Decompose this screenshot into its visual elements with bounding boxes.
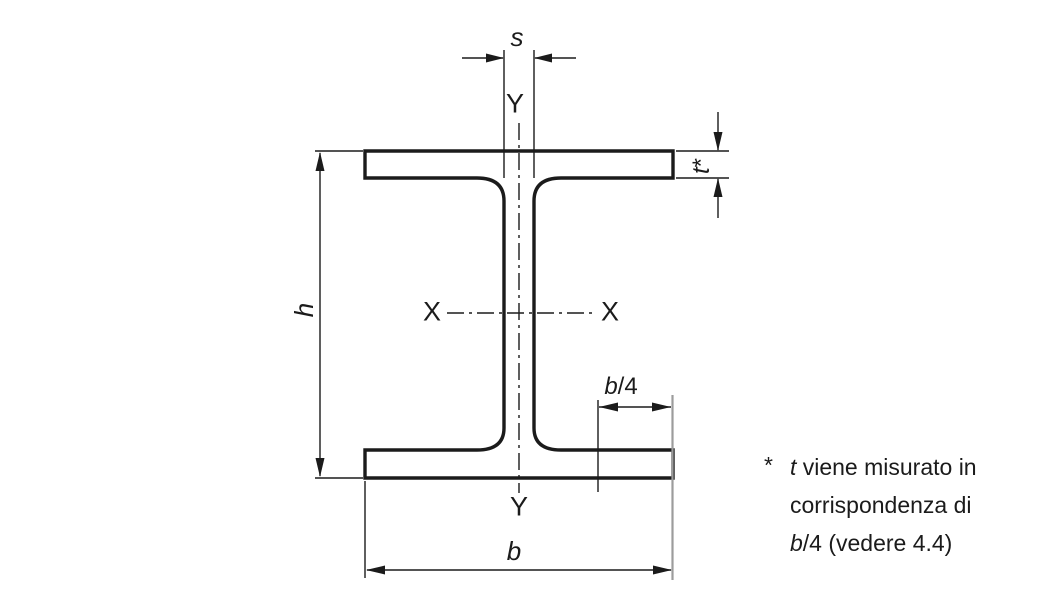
footnote: * t viene misurato in corrispondenza di …	[764, 448, 977, 562]
h-arrow-bottom	[315, 458, 325, 477]
b4-arrow-right	[652, 402, 671, 412]
label-y-axis-bottom: Y	[509, 491, 529, 522]
label-quarter-width-b: b	[604, 373, 618, 400]
footnote-line1-italic-t: t	[789, 454, 797, 480]
label-flange-thickness-star: *	[688, 157, 715, 168]
footnote-line-1: t viene misurato in	[790, 448, 977, 486]
label-flange-thickness-t: t	[688, 167, 715, 175]
label-flange-thickness-t-star: t*	[688, 157, 715, 175]
arrowheads	[315, 53, 723, 575]
s-arrow-right	[534, 53, 552, 63]
t-arrow-up	[713, 178, 723, 197]
label-web-thickness-s: s	[510, 22, 524, 52]
footnote-line-2: corrispondenza di	[789, 492, 972, 518]
label-section-height-h: h	[289, 302, 319, 318]
footnote-line1-rest: viene misurato in	[796, 454, 977, 480]
b4-arrow-left	[599, 402, 618, 412]
label-quarter-width-rest: /4	[617, 373, 638, 400]
label-x-axis-right: X	[600, 296, 620, 327]
footnote-line3-rest: /4 (vedere 4.4)	[802, 530, 953, 556]
footnote-text: t viene misurato in corrispondenza di b/…	[790, 448, 977, 562]
footnote-line3-italic-b: b	[789, 530, 803, 556]
label-y-axis-top: Y	[505, 88, 525, 119]
footnote-line-3: b/4 (vedere 4.4)	[790, 524, 977, 562]
label-section-width-b: b	[506, 536, 522, 566]
s-arrow-left	[486, 53, 504, 63]
dimension-lines	[315, 50, 729, 578]
h-arrow-top	[315, 152, 325, 171]
centerlines	[447, 123, 597, 493]
label-quarter-width-b4: b/4	[604, 375, 637, 399]
b-arrow-right	[653, 565, 672, 575]
b-arrow-left	[366, 565, 385, 575]
t-arrow-down	[713, 132, 723, 151]
footnote-asterisk: *	[764, 452, 773, 478]
label-x-axis-left: X	[422, 296, 442, 327]
